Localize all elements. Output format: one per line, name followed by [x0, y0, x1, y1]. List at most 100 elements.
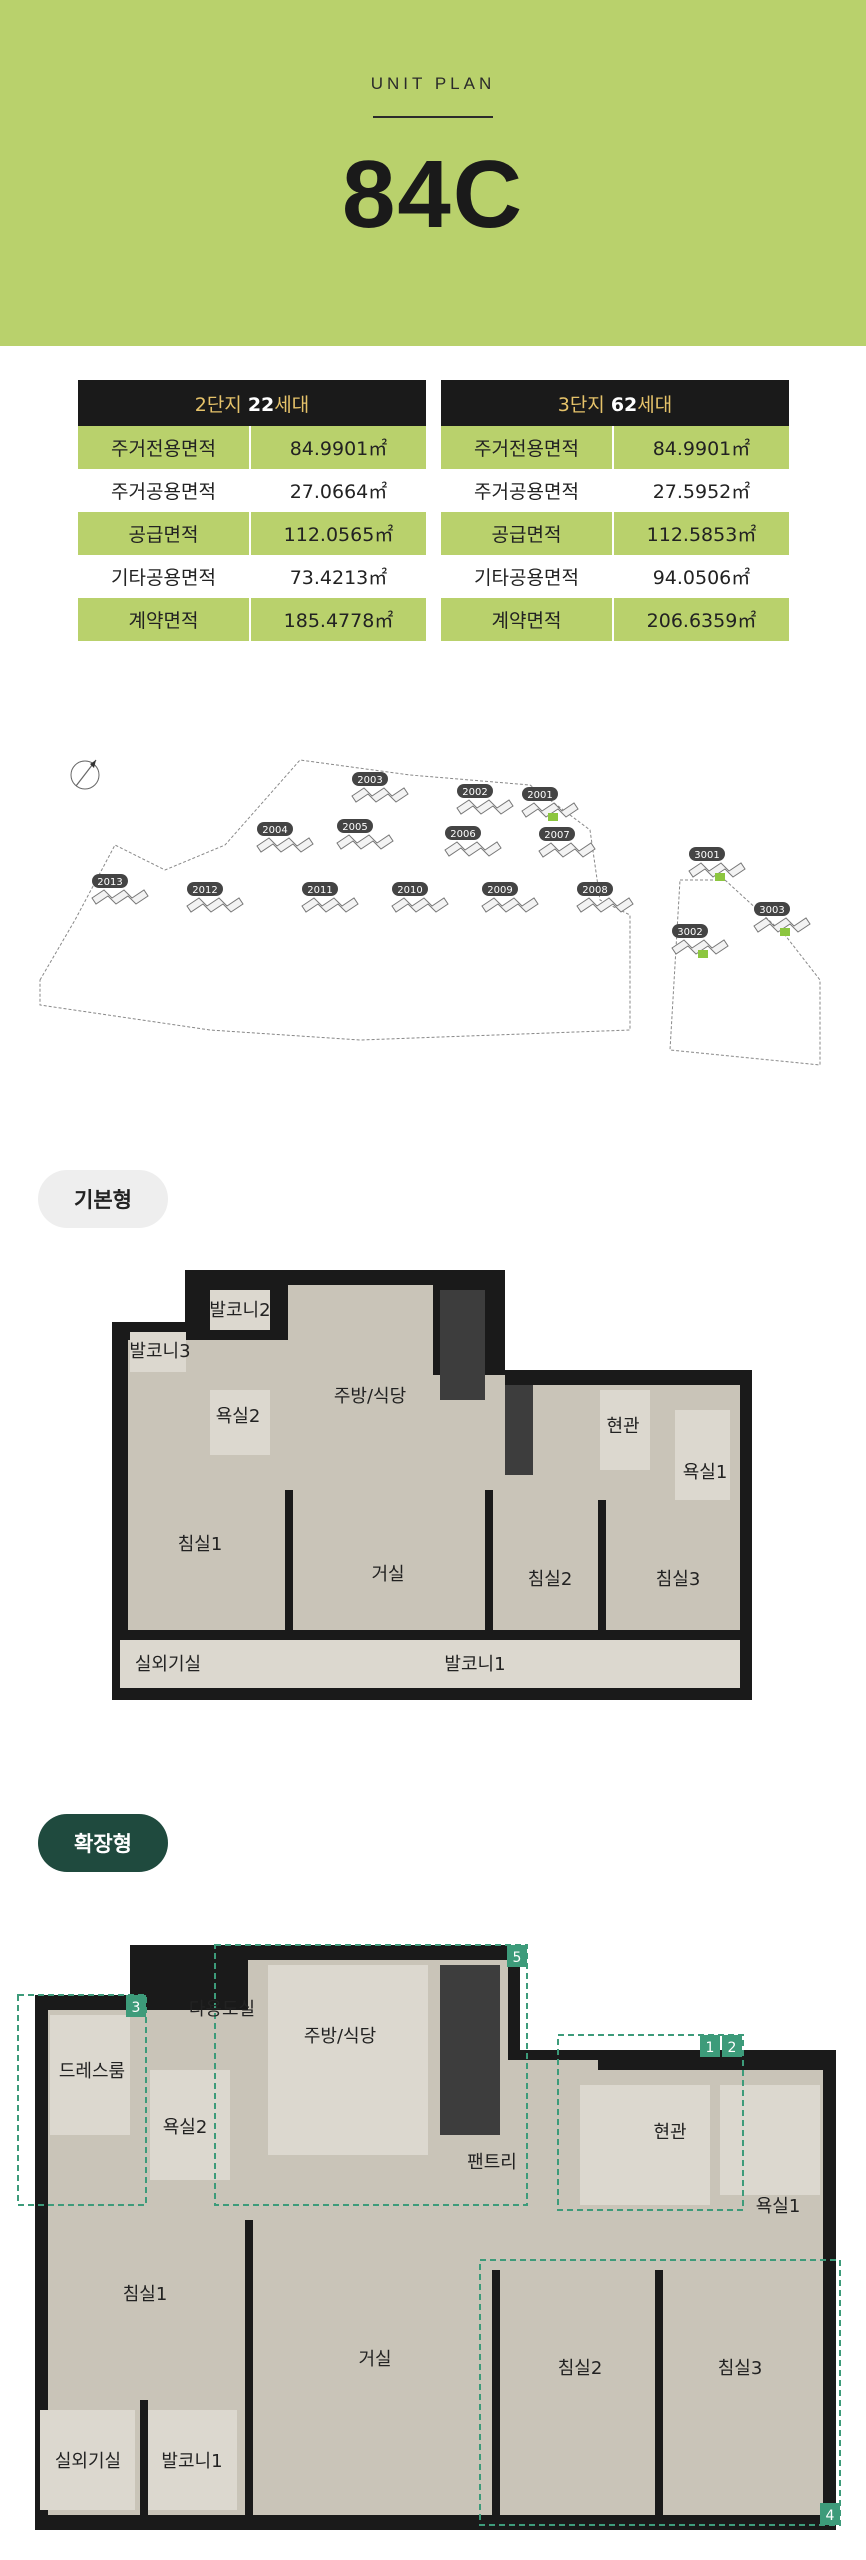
- building-tag: [302, 882, 338, 896]
- room-bed3: 침실3: [656, 1569, 701, 1590]
- highlight-unit: [780, 928, 790, 936]
- building-number: 2006: [450, 829, 475, 840]
- building-number: 3002: [677, 927, 702, 938]
- marker-1: 1: [706, 2040, 715, 2056]
- building-number: 2004: [262, 825, 287, 836]
- marker-5: 5: [513, 1950, 522, 1966]
- building-2008: 2008: [576, 882, 634, 913]
- marker-4: 4: [826, 2508, 835, 2524]
- room-balcony3: 발코니3: [129, 1341, 190, 1362]
- building-tag: [187, 882, 223, 896]
- building-2007: 2007: [538, 827, 596, 858]
- building-2002: 2002: [456, 784, 514, 815]
- building-tag: [392, 882, 428, 896]
- header-banner: UNIT PLAN 84C: [0, 0, 866, 346]
- building-number: 2010: [397, 885, 422, 896]
- building-tag: [482, 882, 518, 896]
- building-number: 2008: [582, 885, 607, 896]
- building-2004: 2004: [256, 822, 314, 853]
- room-bed2: 침실2: [558, 2358, 603, 2379]
- building-number: 2001: [527, 790, 552, 801]
- building-number: 2002: [462, 787, 487, 798]
- building-number: 3003: [759, 905, 784, 916]
- room-bath1: 욕실1: [683, 1462, 728, 1483]
- building-tag: [754, 902, 790, 916]
- room-bed1: 침실1: [123, 2284, 168, 2305]
- room-bed3: 침실3: [718, 2358, 763, 2379]
- extended-floor-plan: 5 3 1 2 4 다용도실 주방/식당 드레스룸 욕실2 팬트리 현관 욕실1…: [17, 1944, 841, 2530]
- room-utility: 다용도실: [189, 1999, 255, 2020]
- room-living: 거실: [371, 1564, 404, 1585]
- room-living: 거실: [358, 2349, 391, 2370]
- highlight-unit: [698, 950, 708, 958]
- site-map: 2003 2002 2001 2004 2005 2006 2007 2013 2012 2011…: [39, 759, 821, 1066]
- building-tag: [92, 874, 128, 888]
- building-3001: 3001: [688, 847, 746, 881]
- compass-icon: [70, 759, 100, 790]
- page-title: 84C: [341, 141, 525, 248]
- room-bath1: 욕실1: [756, 2196, 801, 2217]
- building-3002: 3002: [671, 924, 729, 958]
- room-outdoor: 실외기실: [55, 2451, 121, 2472]
- site-boundary-complex-2: [39, 759, 631, 1041]
- room-kitchen: 주방/식당: [334, 1386, 406, 1407]
- room-bath2: 욕실2: [216, 1406, 261, 1427]
- building-tag: [445, 826, 481, 840]
- basic-floor-plan: 발코니2 발코니3 주방/식당 현관 욕실2 욕실1 침실1 거실 침실2 침실…: [112, 1270, 752, 1700]
- room-entrance: 현관: [606, 1416, 639, 1437]
- building-tag: [257, 822, 293, 836]
- basic-type-label: 기본형: [38, 1170, 168, 1228]
- highlight-unit: [548, 813, 558, 821]
- building-2009: 2009: [481, 882, 539, 913]
- building-2005: 2005: [336, 819, 394, 850]
- building-tag: [457, 784, 493, 798]
- building-number: 2012: [192, 885, 217, 896]
- room-bed2: 침실2: [528, 1569, 573, 1590]
- expansion-markers: 5 3 1 2 4: [126, 1945, 840, 2525]
- room-balcony1: 발코니1: [444, 1654, 505, 1675]
- building-number: 2007: [544, 830, 569, 841]
- room-bed1: 침실1: [178, 1534, 223, 1555]
- extended-type-label: 확장형: [38, 1814, 168, 1872]
- room-entrance: 현관: [653, 2122, 686, 2143]
- building-layer: 2003 2002 2001 2004 2005 2006 2007 2013 2012 2011…: [91, 772, 811, 958]
- building-tag: [522, 787, 558, 801]
- room-dressroom: 드레스룸: [59, 2061, 125, 2082]
- expansion-zones: [17, 1944, 841, 2526]
- eyebrow-label: UNIT PLAN: [370, 74, 496, 93]
- building-2013: 2013: [91, 874, 149, 905]
- marker-3: 3: [132, 2000, 141, 2016]
- room-kitchen: 주방/식당: [304, 2026, 376, 2047]
- building-number: 2003: [357, 775, 382, 786]
- building-number: 2005: [342, 822, 367, 833]
- marker-2: 2: [728, 2040, 737, 2056]
- room-balcony2: 발코니2: [209, 1300, 270, 1321]
- building-tag: [577, 882, 613, 896]
- building-number: 2009: [487, 885, 512, 896]
- highlight-unit: [715, 873, 725, 881]
- room-balcony1: 발코니1: [161, 2451, 222, 2472]
- header-rule: [373, 116, 493, 118]
- room-bath2: 욕실2: [163, 2117, 208, 2138]
- building-2003: 2003: [351, 772, 409, 803]
- building-2011: 2011: [301, 882, 359, 913]
- table-heading: 3단지 62세대: [441, 380, 789, 426]
- room-pantry: 팬트리: [467, 2152, 517, 2173]
- table-heading: 2단지 22세대: [78, 380, 426, 426]
- building-number: 2013: [97, 877, 122, 888]
- building-tag: [672, 924, 708, 938]
- building-2001: 2001: [521, 787, 579, 821]
- building-2010: 2010: [391, 882, 449, 913]
